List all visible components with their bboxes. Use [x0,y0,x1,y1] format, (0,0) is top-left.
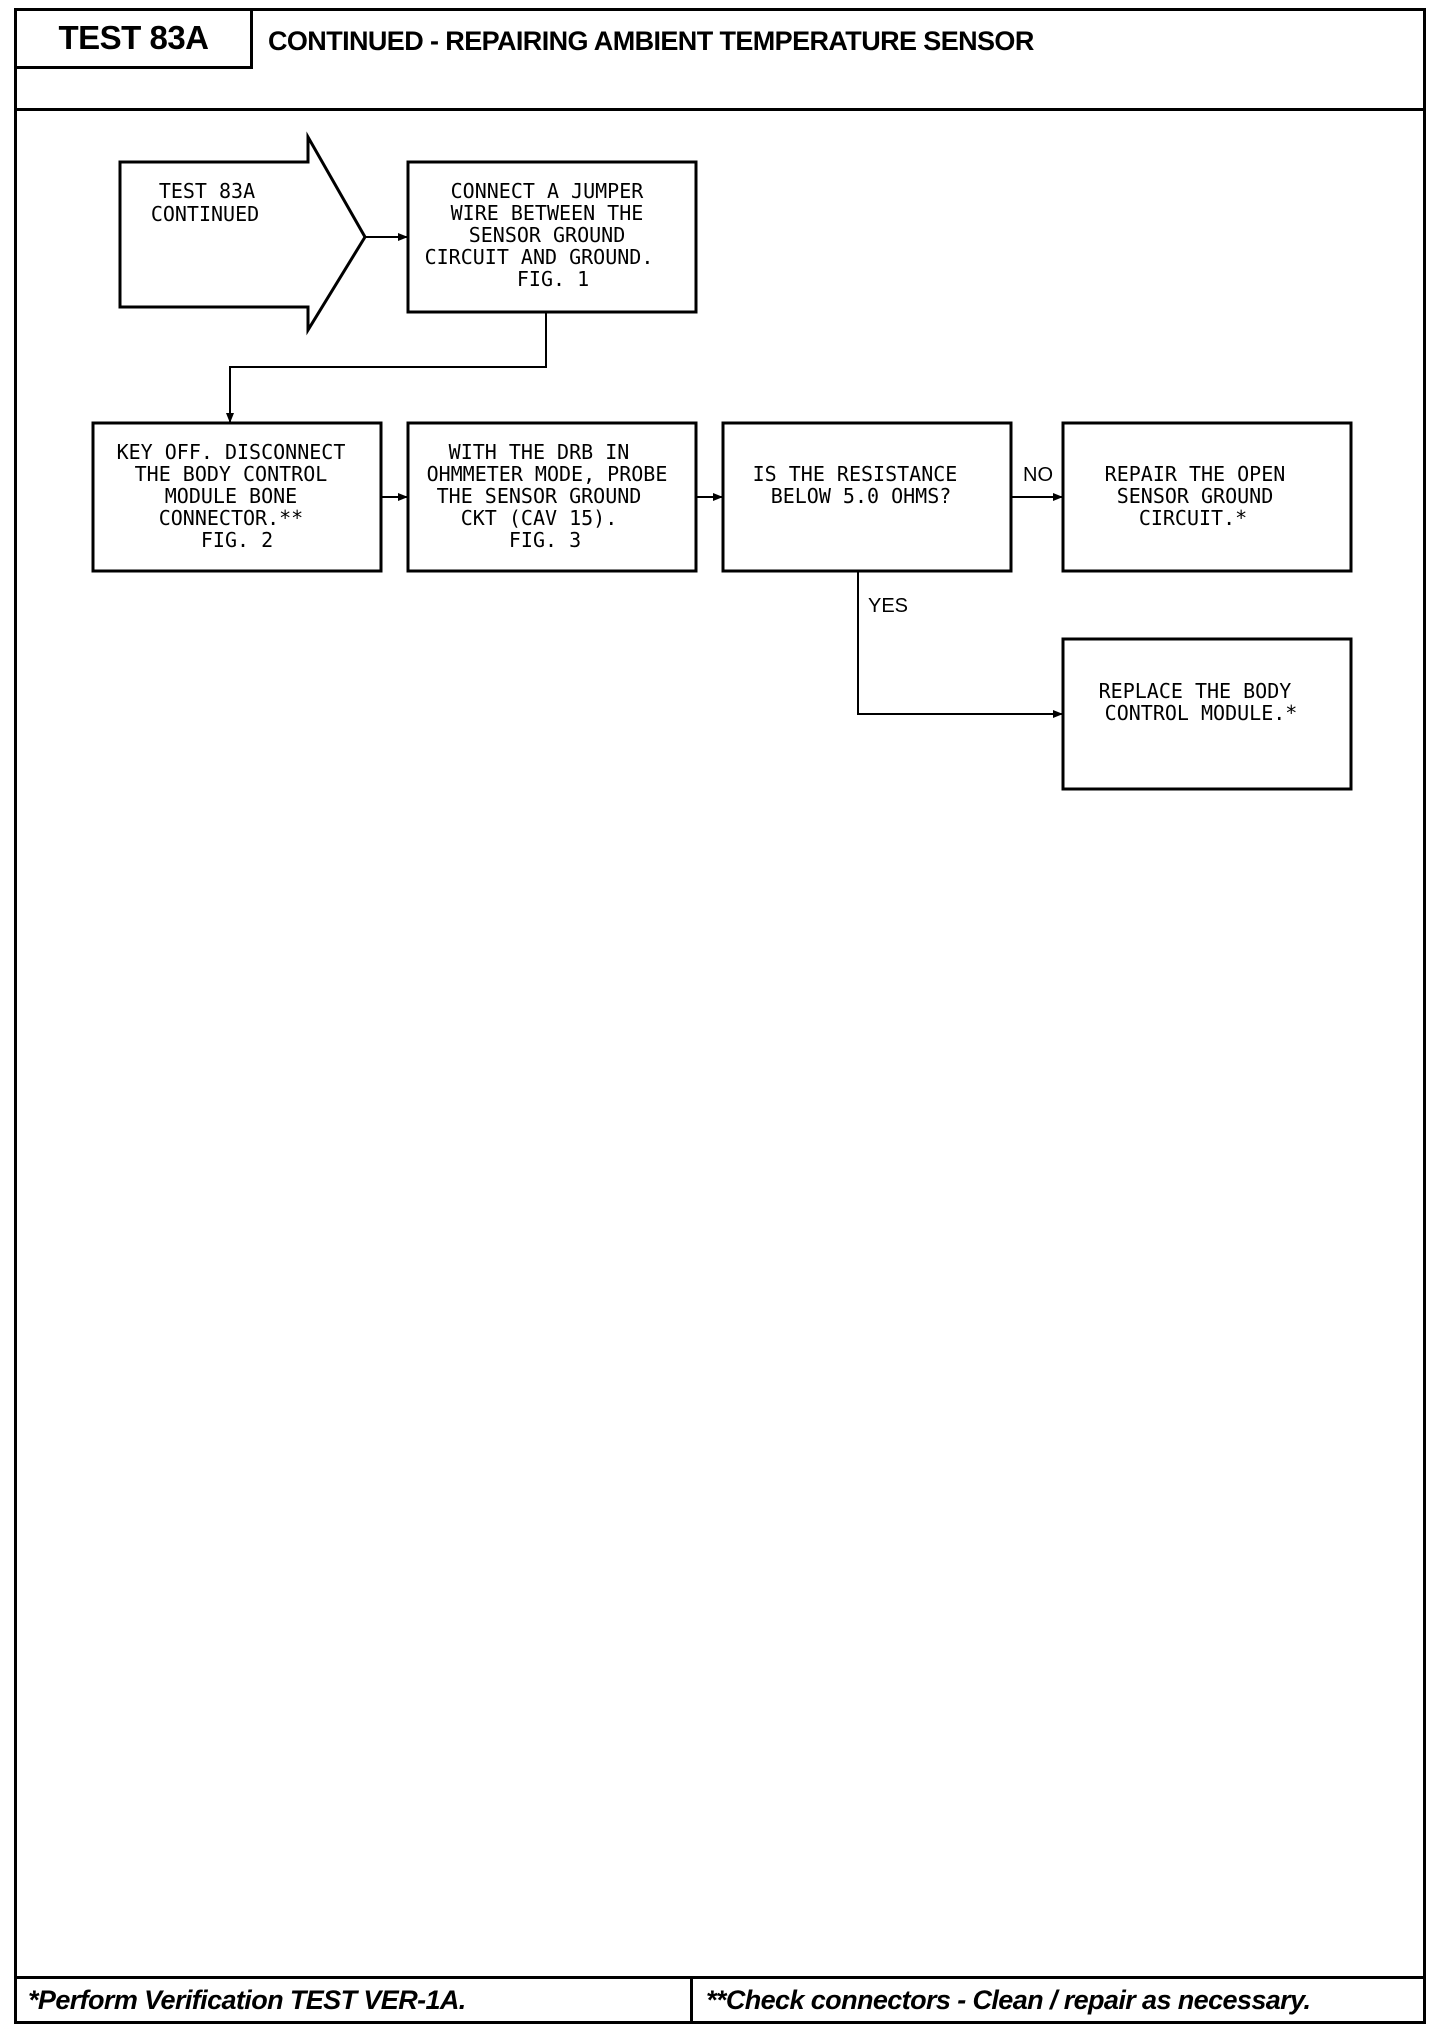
step1-box: CONNECT A JUMPER WIRE BETWEEN THE SENSOR… [406,160,698,314]
step3-line: CKT (CAV 15). [461,506,618,530]
no-action-text: REPAIR THE OPEN SENSOR GROUND CIRCUIT.* [1105,462,1298,530]
yes-label: YES [868,595,908,617]
start-arrow-shape: TEST 83A CONTINUED [118,131,367,336]
decision-line: BELOW 5.0 OHMS? [771,484,952,508]
step3-line: THE SENSOR GROUND [437,484,642,508]
step2-line: CONNECTOR.** [159,506,304,530]
step2-text: KEY OFF. DISCONNECT THE BODY CONTROL MOD… [117,440,358,552]
test-id-label: TEST 83A [17,11,253,69]
yes-action-line: REPLACE THE BODY [1099,679,1292,703]
step3-line: WITH THE DRB IN [449,440,630,464]
footer-note-connectors: **Check connectors - Clean / repair as n… [706,1985,1311,2015]
step1-text: CONNECT A JUMPER WIRE BETWEEN THE SENSOR… [425,179,666,291]
header [14,8,1426,111]
step3-line: OHMMETER MODE, PROBE [427,462,668,486]
step1-line: WIRE BETWEEN THE [451,201,644,225]
decision-box: IS THE RESISTANCE BELOW 5.0 OHMS? [721,421,1013,573]
step2-line: THE BODY CONTROL [135,462,328,486]
footer-divider [690,1976,693,2024]
no-label: NO [1023,464,1053,486]
page-frame [14,8,1426,2024]
step2-line: FIG. 2 [201,528,273,552]
decision-text: IS THE RESISTANCE BELOW 5.0 OHMS? [753,462,970,508]
step2-line: MODULE BONE [165,484,297,508]
connector-yes-branch [857,571,1063,718]
no-action-line: CIRCUIT.* [1139,506,1247,530]
step2-box: KEY OFF. DISCONNECT THE BODY CONTROL MOD… [91,421,383,573]
no-action-box: REPAIR THE OPEN SENSOR GROUND CIRCUIT.* [1061,421,1353,573]
page-title: CONTINUED - REPAIRING AMBIENT TEMPERATUR… [268,26,1034,56]
step1-line: SENSOR GROUND [469,223,626,247]
footer [14,1976,1426,2024]
no-action-line: SENSOR GROUND [1117,484,1274,508]
footer-note-verification: *Perform Verification TEST VER-1A. [28,1985,466,2015]
yes-action-text: REPLACE THE BODY CONTROL MODULE.* [1099,679,1304,725]
step1-line: CONNECT A JUMPER [451,179,645,203]
decision-line: IS THE RESISTANCE [753,462,958,486]
start-line: CONTINUED [151,202,259,226]
no-action-line: REPAIR THE OPEN [1105,462,1286,486]
step3-line: FIG. 3 [509,528,581,552]
step3-box: WITH THE DRB IN OHMMETER MODE, PROBE THE… [406,421,698,573]
yes-action-line: CONTROL MODULE.* [1105,701,1298,725]
step1-line: FIG. 1 [517,267,589,291]
step1-line: CIRCUIT AND GROUND. [425,245,654,269]
start-label: TEST 83A CONTINUED [151,179,267,226]
connector-step1-to-step2 [226,312,547,423]
yes-action-box: REPLACE THE BODY CONTROL MODULE.* [1061,637,1353,791]
start-line: TEST 83A [159,179,255,203]
step2-line: KEY OFF. DISCONNECT [117,440,346,464]
step3-text: WITH THE DRB IN OHMMETER MODE, PROBE THE… [427,440,680,552]
